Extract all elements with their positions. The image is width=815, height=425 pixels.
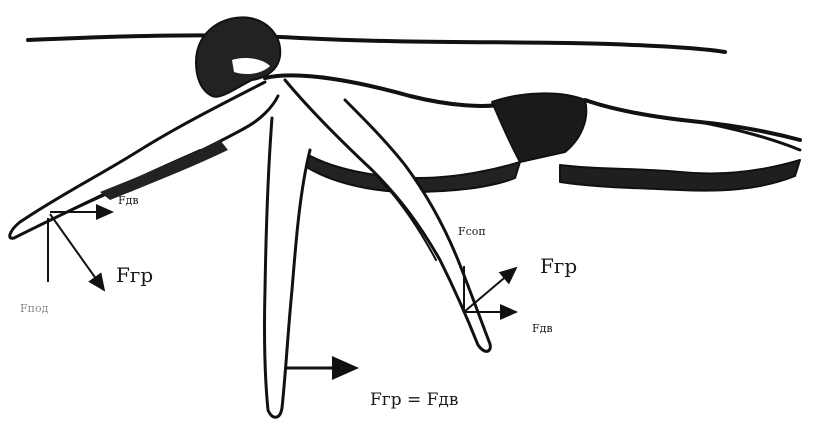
right-drag-vector [464, 268, 516, 312]
label-left-drive: Fдв [118, 194, 139, 207]
swimmer-legs [585, 100, 800, 140]
label-left-lift: Fпод [20, 302, 49, 315]
near-arm-back [285, 80, 490, 351]
swimmer-figure [10, 17, 800, 417]
left-drag-vector [50, 214, 104, 290]
label-right-support: Fсоп [458, 225, 486, 238]
label-left-drag: Fгр [116, 263, 153, 287]
right-arm-down [264, 118, 310, 417]
right-hand-forces [464, 266, 516, 312]
swim-trunks [492, 93, 586, 162]
left-hand-forces [48, 212, 112, 290]
label-right-drag: Fгр [540, 254, 577, 278]
label-right-drive: Fдв [532, 322, 553, 335]
label-center-equation: Fгр = Fдв [370, 390, 458, 410]
water-surface-line [28, 35, 725, 52]
